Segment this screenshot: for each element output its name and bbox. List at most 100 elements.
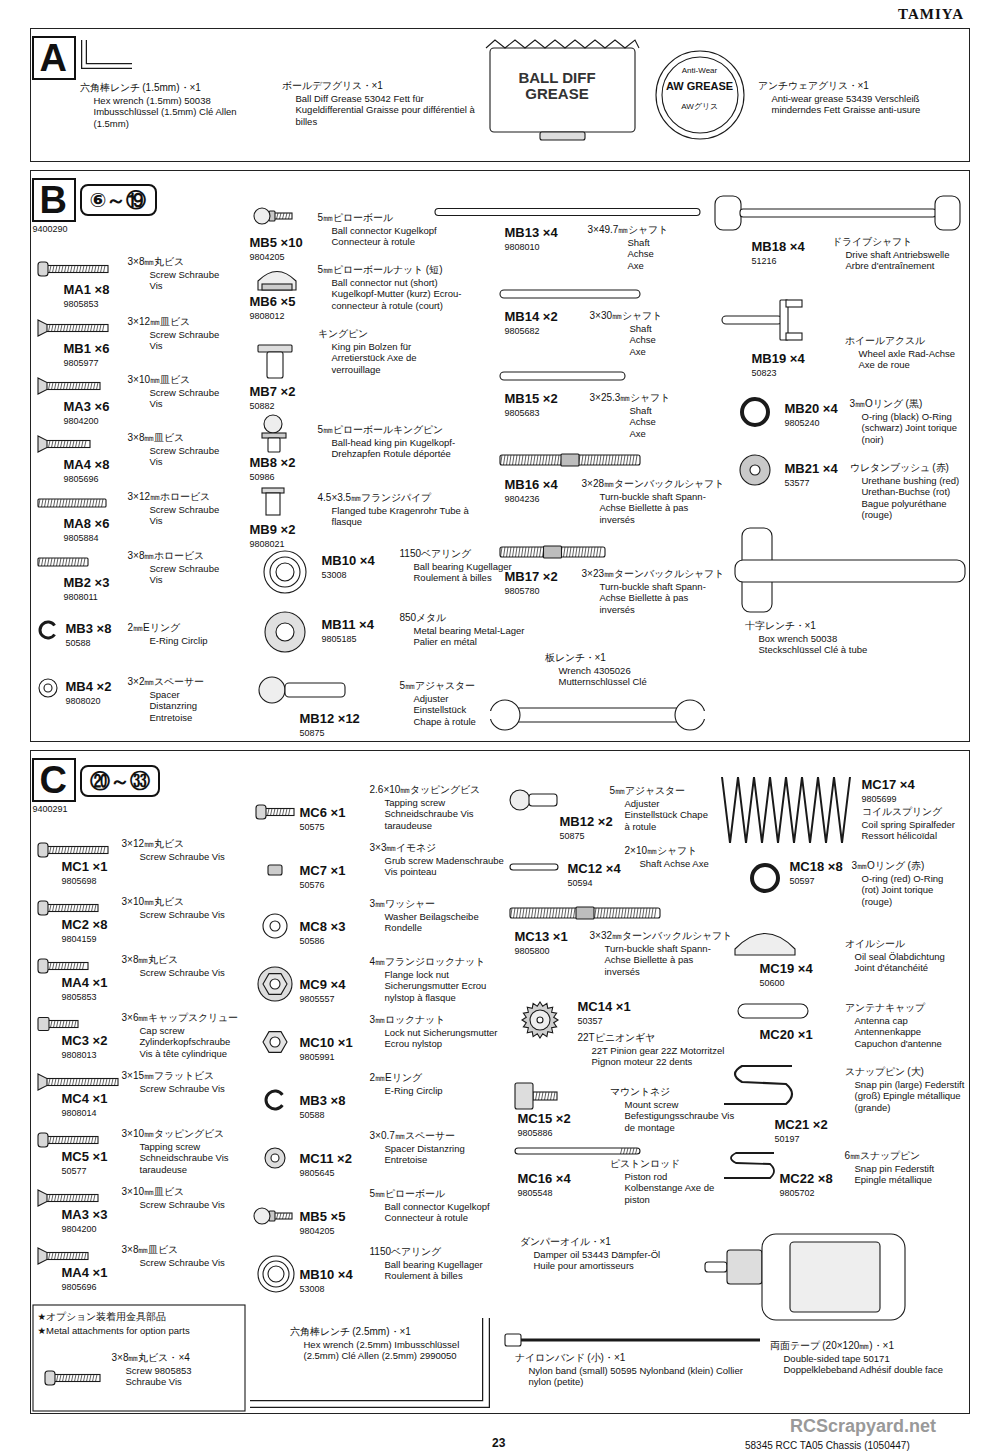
part-icon — [79, 1253, 81, 1260]
part-icon — [53, 963, 55, 970]
part-icon — [67, 325, 69, 332]
part-icon — [90, 1375, 92, 1382]
part-icon — [63, 1375, 65, 1382]
part-icon — [61, 1253, 63, 1260]
part-icon — [81, 499, 83, 507]
part-icon — [82, 325, 84, 332]
part-icon — [80, 1137, 82, 1144]
part-icon — [86, 905, 88, 912]
part-icon — [45, 1371, 55, 1385]
part-icon — [550, 908, 552, 918]
part-name-multilingual: Screw Schraube Vis — [140, 1199, 240, 1211]
part-icon — [576, 907, 594, 919]
part-icon — [935, 196, 960, 230]
part-icon — [58, 325, 60, 332]
part-icon — [63, 558, 65, 566]
part-code: MB12 ×12 — [300, 712, 360, 727]
part-code: MC8 ×3 — [300, 920, 346, 935]
part-icon — [56, 963, 58, 970]
part-number: 51216 — [752, 256, 777, 266]
part-icon — [568, 908, 570, 918]
part-icon — [97, 1079, 99, 1086]
part-icon — [73, 1195, 75, 1202]
part-icon — [61, 325, 63, 332]
part-icon — [633, 455, 635, 465]
option-note: ★Metal attachments for option parts — [38, 1326, 190, 1337]
part-icon — [72, 1021, 74, 1028]
part-number: 9400290 — [33, 224, 68, 234]
part-icon — [270, 921, 280, 931]
part-number: 9808012 — [250, 311, 285, 321]
part-icon — [606, 455, 608, 465]
part-icon — [85, 1079, 87, 1086]
part-icon — [490, 48, 635, 132]
part-icon — [565, 908, 567, 918]
part-icon — [69, 1375, 71, 1382]
part-icon — [80, 905, 82, 912]
part-icon — [60, 1375, 62, 1382]
part-icon — [66, 1021, 68, 1028]
part-icon — [525, 547, 527, 557]
part-icon — [616, 908, 618, 918]
part-icon — [95, 266, 97, 273]
part-name-multilingual: Ball bearing Kugellager Roulement à bill… — [385, 1259, 505, 1282]
part-icon — [535, 908, 537, 918]
part-icon — [98, 266, 100, 273]
part-icon — [258, 272, 296, 291]
part-icon — [66, 558, 68, 566]
part-code: MB5 ×5 — [300, 1210, 346, 1225]
part-icon — [38, 378, 47, 394]
part-number: 9805240 — [785, 418, 820, 428]
part-icon — [624, 455, 626, 465]
part-icon — [89, 905, 91, 912]
part-icon — [88, 325, 90, 332]
part-icon — [622, 908, 624, 918]
part-code: MB15 ×2 — [505, 392, 558, 407]
part-icon — [46, 383, 100, 390]
part-icon — [552, 455, 554, 465]
part-number: 9400291 — [33, 804, 68, 814]
part-icon — [86, 847, 88, 854]
part-icon — [62, 266, 64, 273]
part-icon — [504, 455, 506, 465]
part-icon — [53, 905, 55, 912]
part-number: 9805645 — [300, 1168, 335, 1178]
part-icon — [640, 908, 642, 918]
part-name-ja: コイルスプリング — [862, 806, 942, 818]
part-icon — [56, 847, 58, 854]
part-icon — [54, 499, 56, 507]
part-icon — [60, 558, 62, 566]
part-icon — [61, 441, 63, 448]
part-icon — [104, 847, 106, 854]
part-code: MC5 ×1 — [62, 1150, 108, 1165]
part-icon — [289, 1213, 291, 1219]
part-icon — [263, 1032, 287, 1053]
part-icon — [280, 1213, 282, 1219]
part-code: MC16 ×4 — [518, 1172, 571, 1187]
part-icon — [49, 441, 51, 448]
part-number: 9805185 — [322, 634, 357, 644]
part-icon — [562, 908, 564, 918]
part-number: 50357 — [578, 1016, 603, 1026]
part-code: MB2 ×3 — [64, 576, 110, 591]
part-code: MC1 ×1 — [62, 860, 108, 875]
part-icon — [55, 1253, 57, 1260]
part-name-multilingual: Antenna cap Antennenkappe Capuchon d'ant… — [855, 1015, 965, 1050]
part-icon — [522, 455, 524, 465]
part-name-multilingual: Hex wrench (1.5mm) 50038 Imbusschlüssel … — [94, 95, 244, 130]
part-name-multilingual: Hex wrench (2.5mm) Imbusschlüssel (2.5mm… — [304, 1339, 474, 1362]
part-name-multilingual: Washer Beilagscheibe Rondelle — [385, 911, 505, 934]
part-code: MB6 ×5 — [250, 295, 296, 310]
part-icon — [515, 1083, 533, 1109]
part-name-ja: 3×2㎜スペーサー — [128, 676, 205, 688]
part-icon — [47, 266, 108, 273]
part-icon — [501, 455, 503, 465]
part-icon — [627, 455, 629, 465]
part-icon — [289, 809, 291, 816]
part-icon — [625, 908, 627, 918]
part-icon — [85, 383, 87, 390]
part-number: 50600 — [760, 978, 785, 988]
brand-title: TAMIYA — [898, 6, 964, 23]
part-icon — [64, 325, 66, 332]
part-icon — [722, 777, 850, 843]
